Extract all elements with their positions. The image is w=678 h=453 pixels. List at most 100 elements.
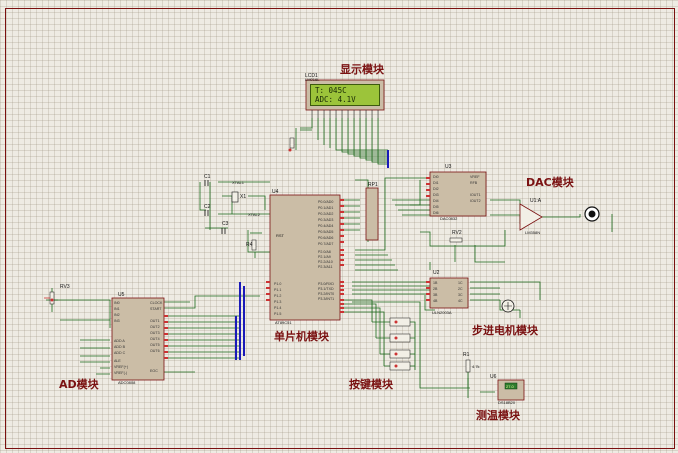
key-button-1 [389, 317, 411, 327]
lcd-line-2: ADC: 4.1V [315, 95, 356, 104]
svg-text:4C: 4C [458, 299, 463, 303]
pin-markers [50, 148, 430, 359]
key-button-2 [389, 333, 411, 343]
adc-chip-body [111, 297, 165, 381]
svg-text:P0.7/AD7: P0.7/AD7 [318, 242, 333, 246]
svg-text:OUT4: OUT4 [150, 337, 160, 341]
crystal-symbol [231, 191, 239, 203]
lcd-screen: T: 045C ADC: 4.1V [310, 84, 380, 106]
ad-module-label: AD模块 [59, 378, 99, 391]
svg-text:P2.2/A10: P2.2/A10 [318, 260, 333, 264]
lcd-part-label: LM016L [305, 77, 320, 82]
svg-text:P3.0/RXD: P3.0/RXD [318, 282, 334, 286]
svg-text:1B: 1B [433, 281, 438, 285]
svg-text:ADD C: ADD C [114, 351, 126, 355]
svg-text:EOC: EOC [150, 369, 158, 373]
svg-text:IN0: IN0 [114, 301, 120, 305]
svg-text:P0.3/AD3: P0.3/AD3 [318, 218, 333, 222]
resistor-r4 [251, 239, 257, 251]
r4-ref-label: R4 [246, 242, 253, 248]
mcu-part-label: AT89C51 [275, 320, 292, 325]
svg-text:DI3: DI3 [433, 193, 439, 197]
svg-text:DI0: DI0 [433, 175, 439, 179]
key-dot-2 [394, 336, 398, 340]
dc-motor-hub [588, 210, 596, 218]
svg-text:IOUT2: IOUT2 [470, 199, 481, 203]
svg-text:P0.2/AD2: P0.2/AD2 [318, 212, 333, 216]
svg-text:P3.2/INT0: P3.2/INT0 [318, 292, 334, 296]
svg-text:IN2: IN2 [114, 313, 120, 317]
svg-text:DI1: DI1 [433, 181, 439, 185]
svg-text:P0.5/AD5: P0.5/AD5 [318, 230, 333, 234]
svg-text:VREF(+): VREF(+) [114, 365, 128, 369]
temp-sensor-body [497, 379, 525, 401]
dac-chip-body [429, 171, 487, 217]
svg-text:OUT6: OUT6 [150, 349, 160, 353]
pot-rv2 [449, 237, 463, 243]
svg-text:DI5: DI5 [433, 205, 439, 209]
svg-text:P2.0/A8: P2.0/A8 [318, 250, 331, 254]
svg-text:ADD B: ADD B [114, 345, 126, 349]
display-module-label: 显示模块 [340, 63, 384, 76]
key-module-label: 按键模块 [349, 378, 393, 391]
svg-text:P3.1/TXD: P3.1/TXD [318, 287, 334, 291]
svg-text:IN3: IN3 [114, 319, 120, 323]
temp-display-body [504, 382, 518, 390]
svg-text:2C: 2C [458, 287, 463, 291]
svg-text:IN1: IN1 [114, 307, 120, 311]
svg-text:1C: 1C [458, 281, 463, 285]
c2-ref-label: C2 [204, 204, 211, 210]
svg-text:OUT5: OUT5 [150, 343, 160, 347]
r1-value-label: 4.7k [472, 364, 480, 369]
svg-text:CLOCK: CLOCK [150, 301, 163, 305]
temp-ref-label: U6 [490, 374, 497, 380]
svg-text:P1.0: P1.0 [274, 282, 281, 286]
xtal2-label: XTAL2 [248, 212, 261, 217]
driver-chip-body [429, 277, 469, 309]
lcd-ref-label: LCD1 [305, 73, 318, 79]
svg-text:P1.3: P1.3 [274, 300, 281, 304]
svg-text:ADD A: ADD A [114, 339, 125, 343]
temp-part-label: DS18B20 [498, 400, 516, 405]
svg-text:RFB: RFB [470, 181, 478, 185]
capacitor-symbols [204, 180, 226, 234]
svg-text:DI2: DI2 [433, 187, 439, 191]
rv2-ref-label: RV2 [452, 230, 462, 236]
driver-part-label: ULN2003A [432, 310, 452, 315]
opamp-ref-label: U1:A [530, 198, 542, 204]
svg-text:ALE: ALE [114, 359, 121, 363]
rp1-body [365, 187, 379, 241]
wire-group [46, 118, 613, 398]
stepper-module-label: 步进电机模块 [472, 324, 538, 337]
lcd-contrast-pot [289, 137, 295, 149]
mcu-chip-body [269, 194, 341, 321]
x1-ref-label: X1 [240, 194, 246, 200]
svg-text:DI4: DI4 [433, 199, 439, 203]
rst-label: RST [276, 233, 285, 238]
r1-ref-label: R1 [463, 352, 470, 358]
svg-text:P0.4/AD4: P0.4/AD4 [318, 224, 333, 228]
svg-text:OUT3: OUT3 [150, 331, 160, 335]
svg-text:3B: 3B [433, 293, 438, 297]
temp-module-label: 测温模块 [476, 409, 520, 422]
sheet-border [5, 8, 675, 449]
svg-text:P2.1/A9: P2.1/A9 [318, 255, 331, 259]
svg-text:VREF(-): VREF(-) [114, 371, 127, 375]
svg-text:P1.4: P1.4 [274, 306, 281, 310]
xtal1-label: XTAL1 [232, 180, 245, 185]
svg-text:3C: 3C [458, 293, 463, 297]
dac-ref-label: U3 [445, 164, 452, 170]
resistor-r1 [465, 359, 471, 373]
svg-text:OUT2: OUT2 [150, 325, 160, 329]
svg-text:P0.1/AD1: P0.1/AD1 [318, 206, 333, 210]
opamp-symbol [519, 203, 543, 231]
key-dot-4 [394, 364, 398, 368]
rv3-ref-label: RV3 [60, 284, 70, 290]
rp1-ref-label: RP1 [368, 182, 378, 188]
adc-part-label: ADC0808 [118, 380, 136, 385]
svg-text:VREF: VREF [470, 175, 480, 179]
